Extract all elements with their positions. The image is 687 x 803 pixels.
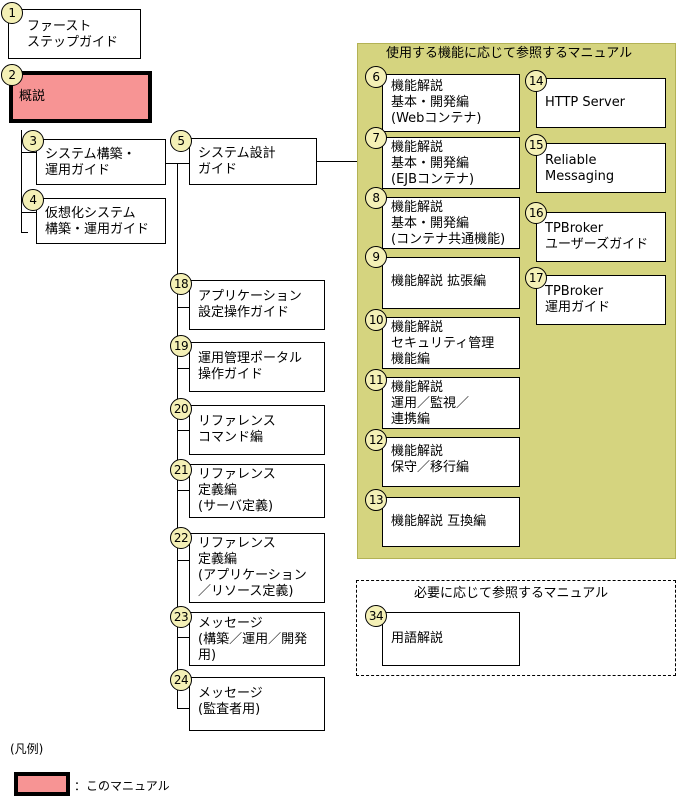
manual-box-reference-command: リファレンス コマンド編 [189, 405, 325, 455]
manual-box-function-container-common: 機能解説 基本・開発編 (コンテナ共通機能) [382, 197, 520, 249]
manual-box-function-operation-monitoring: 機能解説 運用／監視／ 連携編 [382, 377, 520, 429]
number-badge-20: 20 [170, 398, 192, 420]
number-badge-24: 24 [170, 669, 192, 691]
connector-line [177, 430, 189, 431]
connector-line [21, 152, 36, 153]
number-badge-15: 15 [525, 134, 547, 156]
connector-line [177, 708, 189, 709]
manual-box-function-ejb-container: 機能解説 基本・開発編 (EJBコンテナ) [382, 137, 520, 189]
number-badge-23: 23 [170, 606, 192, 628]
number-badge-18: 18 [170, 273, 192, 295]
number-badge-34: 34 [365, 605, 387, 627]
number-badge-2: 2 [1, 64, 23, 86]
manual-box-tpbroker-operation-guide: TPBroker 運用ガイド [536, 275, 666, 325]
number-badge-12: 12 [365, 429, 387, 451]
number-badge-4: 4 [22, 189, 44, 211]
manual-box-function-security: 機能解説 セキュリティ管理 機能編 [382, 317, 520, 369]
connector-line [177, 368, 189, 369]
number-badge-11: 11 [365, 369, 387, 391]
connector-line [21, 232, 28, 233]
number-badge-10: 10 [365, 309, 387, 331]
connector-line [177, 307, 189, 308]
number-badge-17: 17 [525, 267, 547, 289]
manual-box-system-build-operation: システム構築・ 運用ガイド [36, 139, 166, 185]
connector-line [177, 163, 178, 708]
number-badge-8: 8 [365, 187, 387, 209]
number-badge-16: 16 [525, 202, 547, 224]
manual-box-management-portal-guide: 運用管理ポータル 操作ガイド [189, 342, 325, 392]
number-badge-6: 6 [365, 66, 387, 88]
connector-line [21, 130, 22, 232]
manual-box-function-web-container: 機能解説 基本・開発編 (Webコンテナ) [382, 74, 520, 132]
legend-title: (凡例) [10, 742, 44, 756]
manual-box-tpbroker-user-guide: TPBroker ユーザーズガイド [536, 212, 666, 262]
manual-box-function-extension: 機能解説 拡張編 [382, 257, 520, 309]
number-badge-19: 19 [170, 335, 192, 357]
manual-box-system-design-guide: システム設計 ガイド [189, 138, 317, 185]
number-badge-5: 5 [170, 130, 192, 152]
number-badge-3: 3 [22, 130, 44, 152]
legend-current-manual-label: ：このマニュアル [74, 779, 170, 793]
manual-box-application-setup-guide: アプリケーション 設定操作ガイド [189, 280, 325, 330]
connector-line [21, 212, 36, 213]
optional-manuals-title: 必要に応じて参照するマニュアル [414, 586, 609, 601]
legend-current-manual-swatch [14, 772, 70, 796]
connector-line [317, 161, 357, 162]
number-badge-1: 1 [1, 2, 23, 24]
manual-box-first-step-guide: ファースト ステップガイド [8, 9, 141, 59]
connector-line [177, 637, 189, 638]
manual-box-http-server: HTTP Server [536, 78, 666, 128]
manual-box-virtualization-system: 仮想化システム 構築・運用ガイド [36, 198, 166, 244]
manual-box-function-compatibility: 機能解説 互換編 [382, 497, 520, 547]
manual-box-reliable-messaging: Reliable Messaging [536, 143, 666, 193]
number-badge-9: 9 [365, 246, 387, 268]
number-badge-14: 14 [525, 70, 547, 92]
number-badge-22: 22 [170, 527, 192, 549]
number-badge-7: 7 [365, 127, 387, 149]
connector-line [177, 560, 189, 561]
manual-box-function-maintenance-migration: 機能解説 保守／移行編 [382, 437, 520, 487]
number-badge-13: 13 [365, 489, 387, 511]
manual-box-reference-server-definition: リファレンス 定義編 (サーバ定義) [189, 464, 325, 518]
manual-box-messages-auditor: メッセージ (監査者用) [189, 677, 325, 731]
manual-box-overview-current: 概説 [9, 71, 152, 123]
connector-line [177, 490, 189, 491]
manual-box-glossary: 用語解説 [382, 612, 520, 666]
manual-box-reference-application-resource: リファレンス 定義編 (アプリケーション ／リソース定義) [189, 533, 325, 603]
number-badge-21: 21 [170, 459, 192, 481]
reference-manuals-title: 使用する機能に応じて参照するマニュアル [386, 46, 633, 61]
manual-box-messages-build-operation: メッセージ (構築／運用／開発 用) [189, 612, 325, 666]
